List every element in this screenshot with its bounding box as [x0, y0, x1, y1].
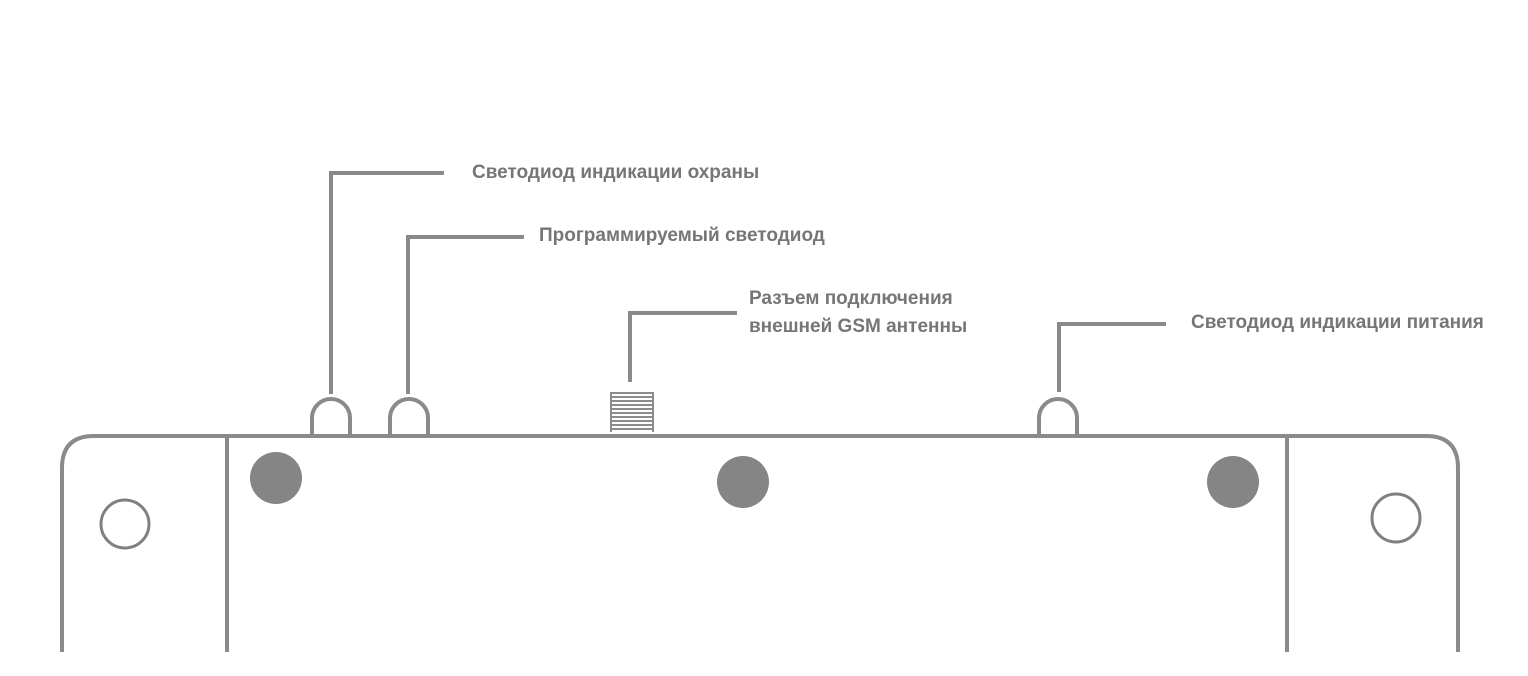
antenna-connector-label-line2: внешней GSM антенны [749, 316, 967, 337]
right-mounting-hole [1370, 492, 1422, 544]
enclosure-outline [60, 434, 1460, 652]
antenna-connector-icon [610, 390, 654, 434]
antenna-connector-leader [628, 311, 737, 382]
guard-led-icon [310, 397, 352, 436]
power-led-leader [1057, 322, 1166, 392]
guard-led-leader [329, 171, 444, 394]
screw-left [250, 452, 302, 504]
guard-led-label: Светодиод индикации охраны [472, 162, 759, 183]
power-led-icon [1037, 397, 1079, 436]
device-enclosure [60, 434, 1460, 652]
programmable-led-label: Программируемый светодиод [539, 225, 825, 246]
screw-right [1207, 456, 1259, 508]
screw-center [717, 456, 769, 508]
power-led-label: Светодиод индикации питания [1191, 312, 1484, 333]
left-mounting-hole [99, 498, 151, 550]
antenna-connector-label-line1: Разъем подключения [749, 288, 953, 309]
programmable-led-leader [406, 235, 524, 394]
programmable-led-icon [388, 397, 430, 436]
